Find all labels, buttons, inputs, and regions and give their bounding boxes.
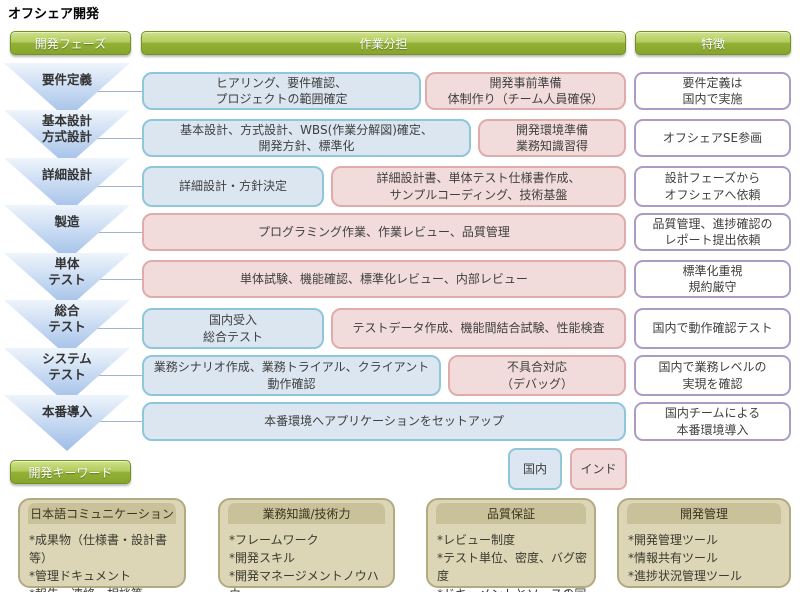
task-box: 基本設計、方式設計、WBS(作業分解図)確定、 開発方針、標準化	[142, 119, 471, 157]
keyword-card-title: 品質保証	[436, 503, 586, 524]
keyword-item: *成果物（仕様書・設計書等）	[29, 533, 168, 565]
keyword-card-quality: 品質保証 *レビュー制度 *テスト単位、密度、バグ密度 *ドキュメントとソースの…	[426, 498, 596, 592]
phase-label: 詳細設計	[41, 167, 92, 182]
keyword-item: *レビュー制度	[437, 533, 516, 547]
feature-box: 国内チームによる 本番環境導入	[634, 402, 791, 441]
keyword-card-items: *開発管理ツール *情報共有ツール *進捗状況管理ツール	[628, 531, 785, 585]
keyword-item: *管理ドキュメント	[29, 569, 132, 583]
task-box: テストデータ作成、機能間結合試験、性能検査	[331, 308, 626, 349]
feature-box: 要件定義は 国内で実施	[634, 72, 791, 110]
header-features: 特徴	[635, 31, 791, 55]
keyword-card-title: 業務知識/技術力	[228, 503, 385, 524]
keyword-card-items: *フレームワーク *開発スキル *開発マネージメントノウハウ	[229, 531, 389, 592]
task-box: 開発事前準備 体制作り（チーム人員確保）	[425, 72, 626, 110]
connector-line	[78, 186, 144, 187]
keyword-card-management: 開発管理 *開発管理ツール *情報共有ツール *進捗状況管理ツール	[617, 498, 791, 588]
connector-line	[78, 421, 144, 422]
keyword-card-items: *成果物（仕様書・設計書等） *管理ドキュメント *報告・連絡・相談等	[29, 531, 180, 592]
keyword-item: *テスト単位、密度、バグ密度	[437, 551, 588, 583]
task-box: 不具合対応 （デバッグ）	[448, 355, 626, 396]
phase-label: 基本設計 方式設計	[41, 113, 92, 144]
phase-triangle-production: 本番導入	[4, 395, 130, 451]
header-dev-phase: 開発フェーズ	[10, 31, 131, 55]
keyword-card-items: *レビュー制度 *テスト単位、密度、バグ密度 *ドキュメントとソースの同期	[437, 531, 590, 592]
keyword-item: *開発マネージメントノウハウ	[229, 569, 379, 592]
phase-label: 総合 テスト	[48, 303, 86, 334]
phase-label: システム テスト	[42, 351, 92, 382]
keyword-item: *情報共有ツール	[628, 551, 719, 565]
phase-label: 単体 テスト	[48, 256, 86, 287]
task-box: 国内受入 総合テスト	[142, 308, 324, 349]
keyword-item: *フレームワーク	[229, 533, 319, 547]
task-box: 詳細設計・方針決定	[142, 166, 324, 207]
phase-label: 本番導入	[41, 404, 92, 419]
keyword-card-communication: 日本語コミュニケーション *成果物（仕様書・設計書等） *管理ドキュメント *報…	[18, 498, 186, 592]
keyword-item: *開発スキル	[229, 551, 296, 565]
feature-box: 設計フェーズから オフシェアへ依頼	[634, 166, 791, 207]
keyword-item: *進捗状況管理ツール	[628, 569, 743, 583]
feature-box: 品質管理、進捗確認の レポート提出依頼	[634, 213, 791, 251]
task-box: 業務シナリオ作成、業務トライアル、クライアント動作確認	[142, 355, 441, 396]
connector-line	[78, 232, 144, 233]
feature-box: 国内で動作確認テスト	[634, 308, 791, 349]
task-box: 単体試験、機能確認、標準化レビュー、内部レビュー	[142, 260, 626, 298]
keyword-card-skills: 業務知識/技術力 *フレームワーク *開発スキル *開発マネージメントノウハウ	[218, 498, 395, 592]
keyword-item: *ドキュメントとソースの同期	[437, 585, 590, 592]
phase-label: 要件定義	[41, 72, 92, 87]
feature-box: 標準化重視 規約厳守	[634, 260, 791, 298]
feature-box: オフシェアSE参画	[634, 119, 791, 157]
keyword-card-title: 開発管理	[627, 503, 781, 524]
connector-line	[78, 91, 144, 92]
task-box: 開発環境準備 業務知識習得	[478, 119, 626, 157]
keyword-item: *開発管理ツール	[628, 533, 719, 547]
header-work-division: 作業分担	[141, 31, 626, 55]
task-box: 詳細設計書、単体テスト仕様書作成、 サンプルコーディング、技術基盤	[331, 166, 626, 207]
connector-line	[78, 328, 144, 329]
phase-triangle-manufacturing: 製造	[4, 205, 130, 261]
connector-line	[78, 138, 144, 139]
legend-offshore: インド	[570, 448, 627, 490]
task-box: ヒアリング、要件確認、 プロジェクトの範囲確定	[142, 72, 421, 110]
keyword-card-title: 日本語コミュニケーション	[28, 503, 176, 524]
keyword-item: *報告・連絡・相談等	[29, 585, 180, 592]
connector-line	[78, 279, 144, 280]
keyword-header-button: 開発キーワード	[10, 460, 131, 484]
feature-box: 国内で業務レベルの 実現を確認	[634, 355, 791, 396]
task-box: 本番環境へアプリケーションをセットアップ	[142, 402, 626, 441]
connector-line	[78, 375, 144, 376]
legend-domestic: 国内	[508, 448, 562, 490]
phase-label: 製造	[54, 214, 80, 229]
task-box: プログラミング作業、作業レビュー、品質管理	[142, 213, 626, 251]
page-title: オフシェア開発	[8, 7, 100, 22]
